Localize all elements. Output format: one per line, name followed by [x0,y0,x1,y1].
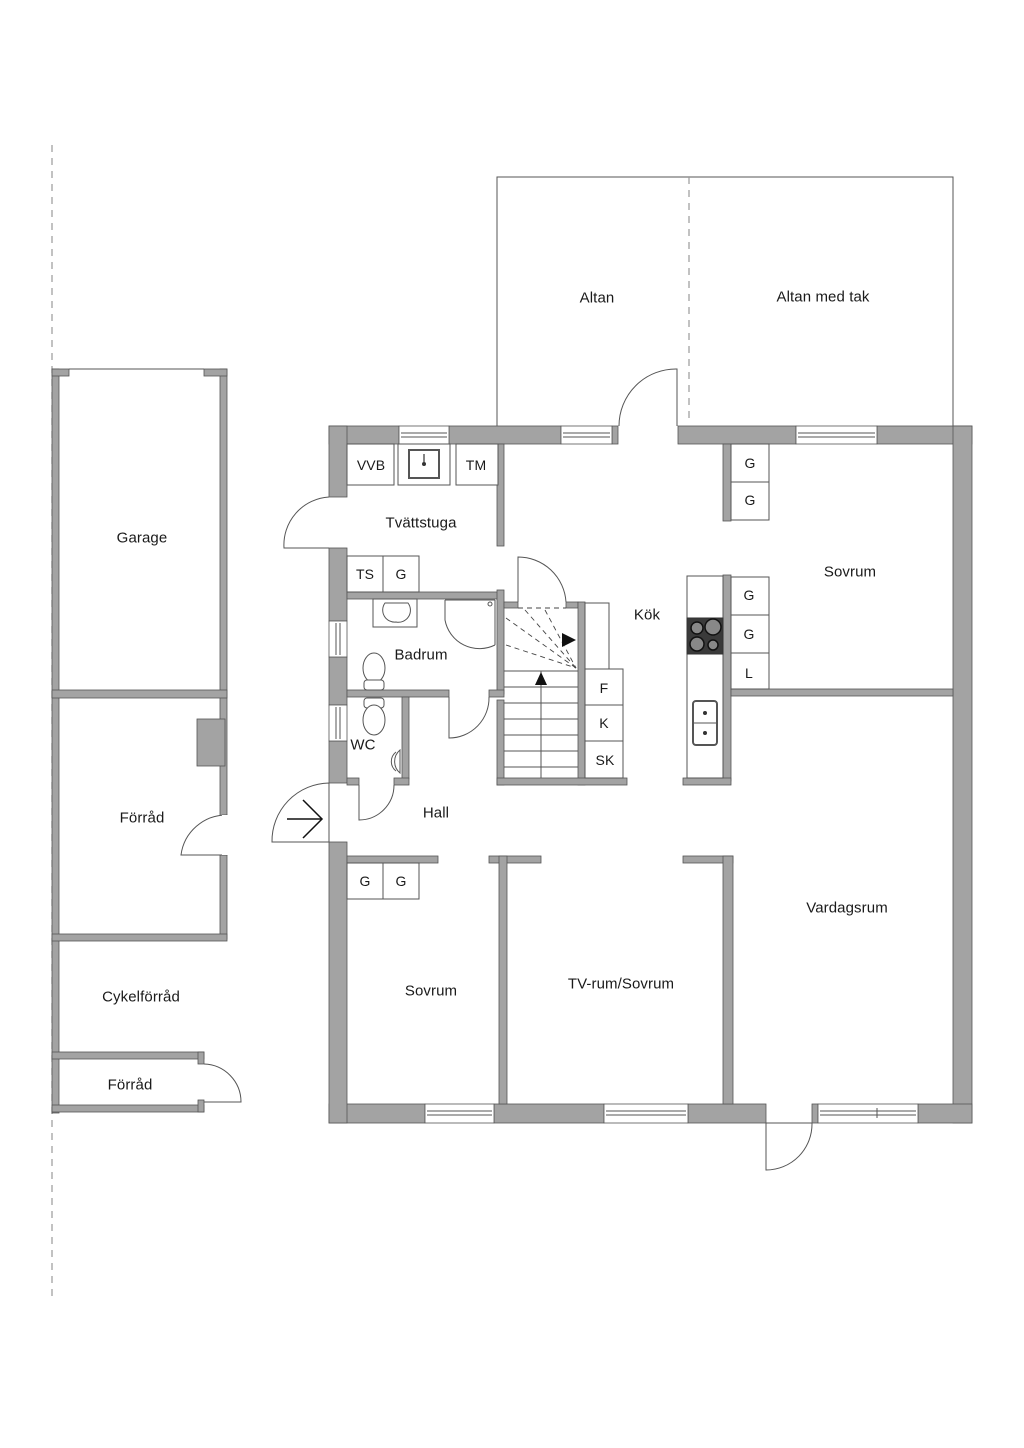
fixture-label-g-ne-1: G [744,455,756,471]
room-label-sovrum-sw: Sovrum [404,982,458,1000]
outbuilding-walls [51,368,228,1114]
room-label-altan-med-tak: Altan med tak [776,288,870,306]
terrace [496,176,954,427]
forrad-door-swing [180,814,228,856]
staircase [504,602,624,779]
room-label-tvattstuga: Tvättstuga [385,514,457,532]
room-label-forrad-2: Förråd [107,1076,153,1094]
room-label-badrum: Badrum [394,646,448,664]
fixture-label-sk: SK [595,752,615,768]
entrance-arrow-icon [287,799,324,839]
fixture-label-k: K [599,715,609,731]
room-label-cykelforrad: Cykelförråd [102,988,180,1006]
fixture-label-tm: TM [465,457,487,473]
kitchen-counter [686,575,724,779]
room-label-altan: Altan [579,289,615,307]
room-label-sovrum-ne: Sovrum [823,563,877,581]
room-label-kok: Kök [633,606,661,624]
room-label-forrad-1: Förråd [119,809,165,827]
room-label-hall: Hall [422,804,450,822]
fixture-label-g-ne-3: G [743,587,755,603]
bathroom-fixtures [362,598,496,775]
room-label-vardagsrum: Vardagsrum [806,899,888,917]
fixture-label-l-ne: L [745,665,753,681]
fixture-label-g-ne-2: G [744,492,756,508]
fixture-label-g-ne-4: G [743,626,755,642]
fixture-label-f: F [599,680,609,696]
ne-bedroom-wardrobes [730,443,770,690]
fixture-label-g-sw-1: G [359,873,371,889]
room-label-tv-rum: TV-rum/Sovrum [567,975,675,993]
fixture-label-g-laundry: G [395,566,407,582]
fixture-label-vvb: VVB [356,457,386,473]
fixture-label-ts: TS [355,566,375,582]
windows [328,425,919,1124]
small-forrad-door-swing [203,1063,242,1103]
sw-bedroom-wardrobes [346,862,420,900]
doors [271,496,813,1171]
laundry-fixtures [346,443,499,593]
fixture-label-g-sw-2: G [395,873,407,889]
house-walls [328,425,973,1124]
room-label-garage: Garage [116,529,168,547]
room-label-wc: WC [350,736,376,754]
